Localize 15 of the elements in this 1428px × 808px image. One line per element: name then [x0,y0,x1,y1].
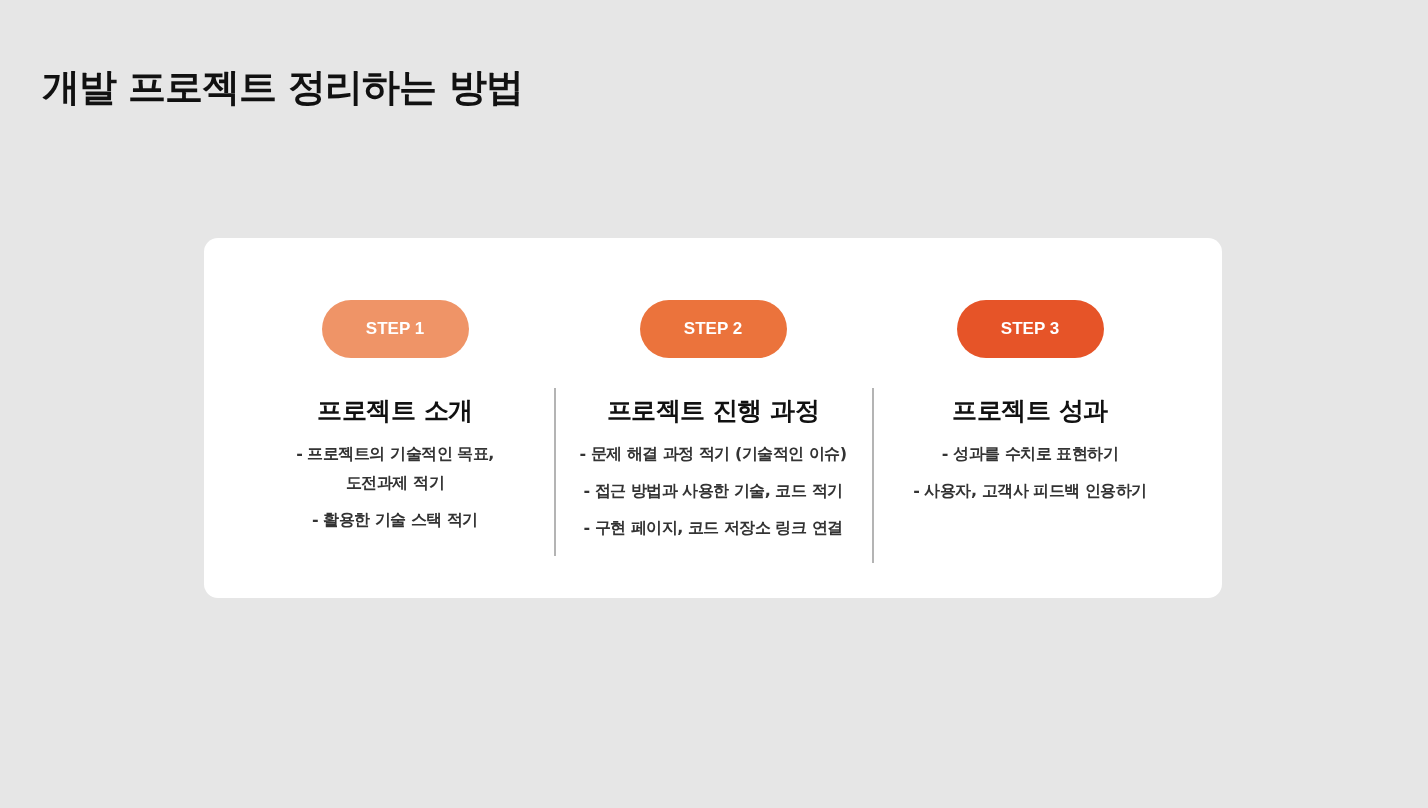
card-background [204,238,1222,598]
bullet-text: - 구현 페이지, 코드 저장소 링크 연결 [583,517,843,539]
step-heading: 프로젝트 진행 과정 [606,395,820,427]
step-heading: 프로젝트 성과 [952,395,1108,427]
step-heading: 프로젝트 소개 [317,395,473,427]
step-pill: STEP 1 [321,300,469,358]
bullet-text: - 활용한 기술 스택 적기 [312,509,478,531]
bullet-text: - 성과를 수치로 표현하기 [941,443,1119,465]
page-title: 개발 프로젝트 정리하는 방법 [42,64,523,111]
bullet-text: - 문제 해결 과정 적기 (기술적인 이슈) [579,443,847,465]
bullet-text: - 접근 방법과 사용한 기술, 코드 적기 [583,480,843,502]
step-pill: STEP 2 [639,300,787,358]
step-pill: STEP 3 [956,300,1104,358]
bullet-text: - 프로젝트의 기술적인 목표, 도전과제 적기 [295,443,495,494]
bullet-text: - 사용자, 고객사 피드백 인용하기 [913,480,1147,502]
